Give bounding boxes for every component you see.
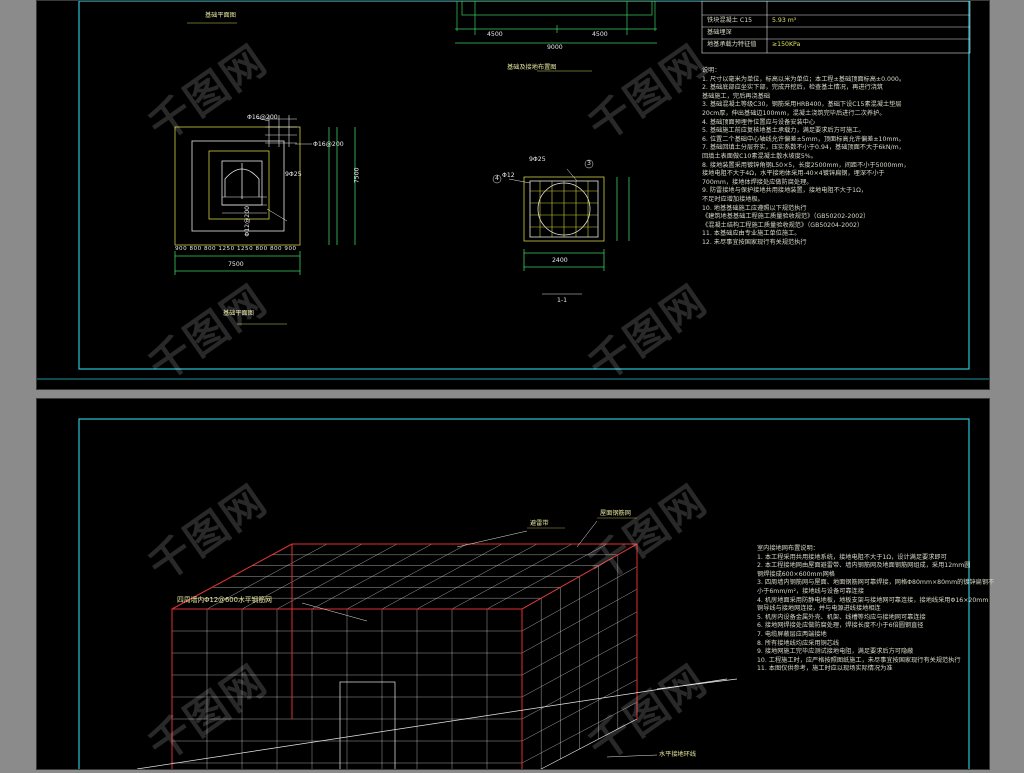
rebar-label-1: Φ16@200	[247, 114, 278, 121]
table-row-value-1: 5.93 m³	[772, 17, 797, 24]
plan-title-top: 基础平面图	[205, 12, 236, 19]
plan-title: 基础平面图	[223, 310, 254, 317]
top-notes: 说明： 1. 尺寸以毫米为单位，标高以米为单位；本工程±基础顶面标高±0.000…	[702, 67, 910, 246]
rebar-label-2: Φ16@200	[313, 141, 344, 148]
side-dim: 7500	[353, 167, 361, 184]
cage-top-grid	[192, 543, 618, 610]
grounding-cage-drawing	[78, 418, 970, 769]
table-row-value-3: ≥150KPa	[772, 41, 801, 48]
dim-right: 4500	[592, 31, 608, 38]
section-num-1: 3	[587, 160, 591, 167]
callout-ground-ring: 水平接地环线	[659, 751, 697, 758]
grid-line	[521, 634, 638, 698]
section-rebar-left: Φ12	[502, 172, 515, 179]
table-row-label-3: 地基承载力特征值	[707, 41, 757, 48]
section-1-1	[492, 159, 630, 295]
table-row-label-1: 铁块混凝土 C15	[707, 17, 753, 24]
rebar-label-3: 9Φ25	[285, 171, 302, 178]
dim-left: 4500	[487, 31, 503, 38]
foundation-drawing	[37, 1, 989, 380]
callout-wall-grid: 四周墙内Φ12@600水平钢筋网	[177, 596, 272, 604]
grid-line	[521, 589, 638, 654]
rebar-label-4: Φ12@200	[244, 205, 252, 237]
cage-door	[339, 681, 396, 769]
plan-dims-total: 7500	[228, 261, 244, 268]
cage-right-grid	[521, 554, 638, 769]
drawing-sheet-foundation: 基础平面图 4500 4500 9000 基础及接地布置图 铁块混凝土 C15 …	[36, 0, 990, 390]
section-rebar-top: 9Φ25	[529, 156, 546, 163]
grid-line	[521, 679, 638, 742]
callout-lightning-belt: 避雷带	[530, 520, 549, 527]
cage-front-grid	[172, 609, 522, 769]
grid-line	[521, 611, 638, 676]
ground-ring	[136, 678, 738, 769]
plan-dims-bottom: 900 800 800 1250 1250 800 800 900	[175, 246, 297, 252]
sheet-frame	[78, 418, 970, 769]
grid-line	[521, 656, 638, 720]
section-title: 1-1	[557, 297, 568, 304]
bottom-notes: 室内接地网布置说明： 1. 本工程采用共用接地系统，接地电阻不大于1Ω，设计满足…	[757, 545, 995, 673]
dim-total: 9000	[547, 44, 563, 51]
foundation-plan	[174, 115, 356, 275]
grounding-title: 基础及接地布置图	[507, 64, 557, 71]
section-dims-total: 2400	[552, 257, 568, 264]
callout-roof-grid: 屋面钢筋网	[600, 510, 631, 517]
table-row-label-2: 基础埋深	[707, 29, 732, 36]
top-plan-fragment	[455, 1, 657, 44]
section-num-2: 4	[495, 175, 499, 182]
grid-line	[521, 566, 638, 632]
sheet-frame	[78, 1, 970, 370]
grid-line	[521, 702, 638, 764]
spec-table	[701, 1, 971, 54]
